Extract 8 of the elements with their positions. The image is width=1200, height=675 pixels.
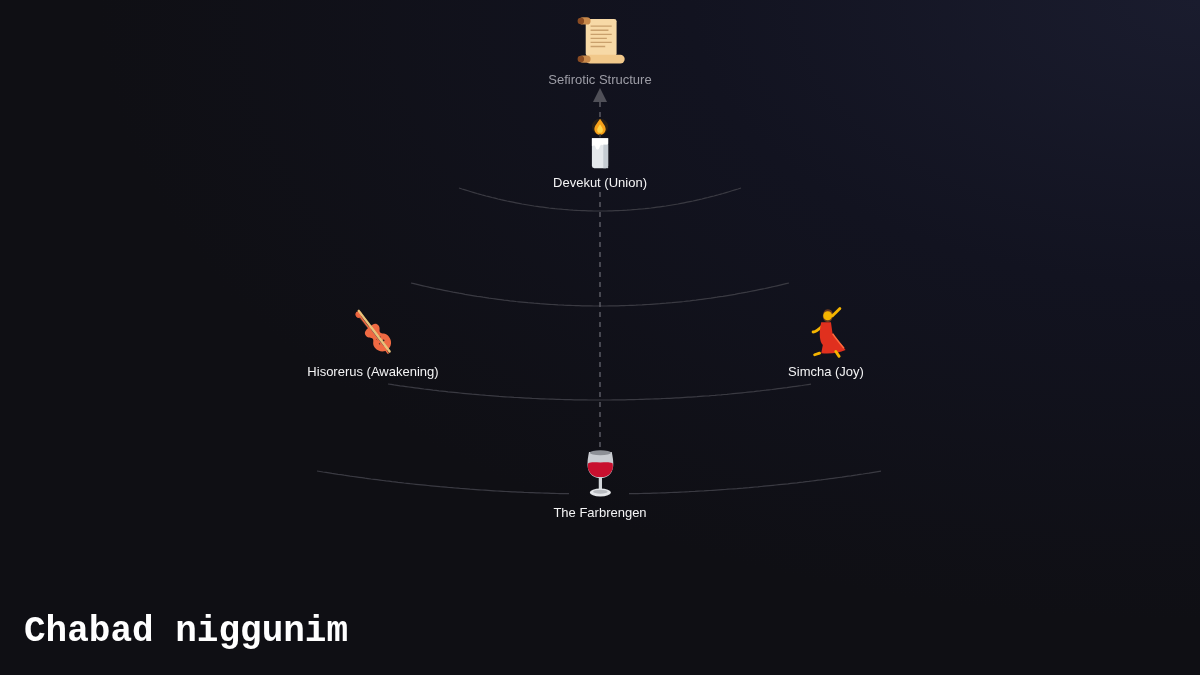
dashed-connector	[599, 190, 601, 448]
node-label: The Farbrengen	[553, 505, 647, 521]
dashed-connector	[593, 87, 607, 118]
diagram-title: Chabad niggunim	[24, 611, 349, 653]
node-label: Simcha (Joy)	[788, 364, 864, 380]
node-label: Devekut (Union)	[553, 175, 647, 191]
node-label: Hisorerus (Awakening)	[307, 364, 439, 380]
node-label: Sefirotic Structure	[548, 72, 652, 88]
